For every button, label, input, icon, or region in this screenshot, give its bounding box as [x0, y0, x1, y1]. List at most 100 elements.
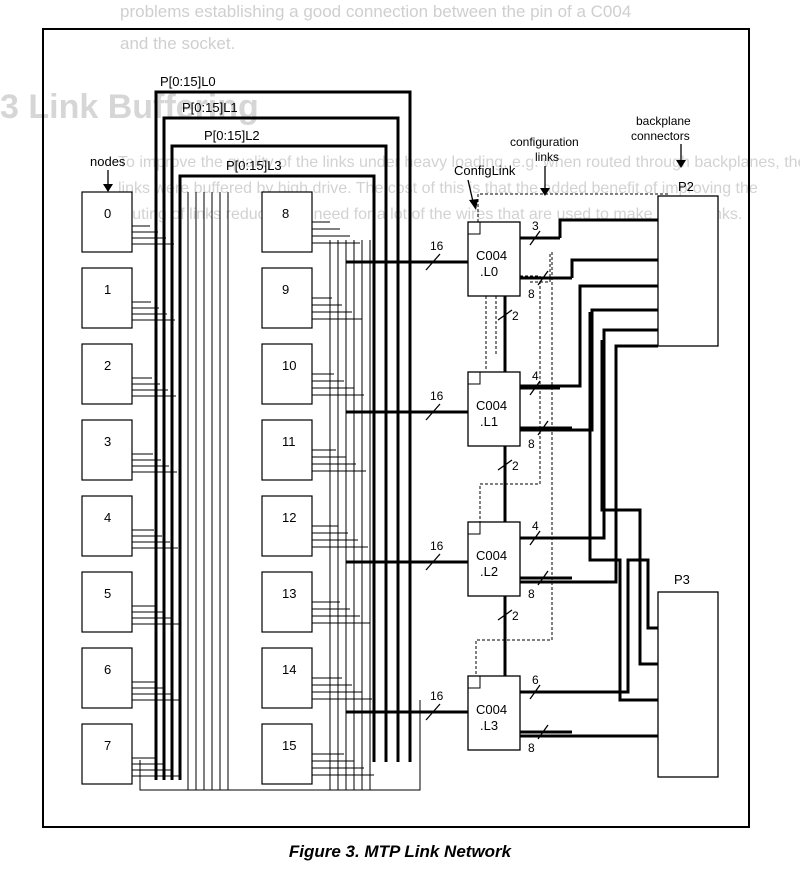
bus-rail	[178, 174, 376, 780]
wires	[132, 90, 668, 791]
backplane-wire	[520, 328, 658, 540]
bus-width-tick	[425, 703, 441, 721]
c004-suffix: .L0	[480, 264, 498, 279]
c004-suffix: .L2	[480, 564, 498, 579]
node-number: 0	[104, 206, 111, 221]
bus-label: P[0:15]L0	[160, 74, 216, 89]
background-text-line: and the socket.	[120, 34, 236, 53]
bus-width-label: 16	[430, 689, 444, 703]
node-box	[261, 191, 313, 253]
c004-name: C004	[476, 398, 507, 413]
arrow-head	[469, 199, 478, 210]
node-box	[81, 267, 133, 329]
node-box	[261, 647, 313, 709]
figure-caption: Figure 3. MTP Link Network	[288, 842, 512, 861]
c004-corner	[468, 222, 481, 235]
link-width-label: 3	[532, 219, 539, 233]
boxes: 0123456789101112131415C004.L0C004.L1C004…	[81, 191, 719, 785]
backplane-wire	[520, 284, 658, 388]
c004-corner	[468, 522, 481, 535]
link-width-tick	[529, 380, 541, 396]
node-number: 12	[282, 510, 296, 525]
arrow-head	[540, 188, 550, 196]
bus-width-label: 16	[430, 389, 444, 403]
connector-p3	[657, 591, 719, 778]
node-number: 3	[104, 434, 111, 449]
node-box	[261, 495, 313, 557]
bus-label: P[0:15]L1	[182, 100, 238, 115]
bus-label: P[0:15]L2	[204, 128, 260, 143]
bus-rail	[154, 90, 412, 780]
config-width-tick	[497, 459, 513, 471]
bus-width-tick	[425, 403, 441, 421]
config-width-tick	[497, 309, 513, 321]
c004-corner	[468, 676, 481, 689]
node-box	[261, 723, 313, 785]
node-number: 11	[282, 434, 296, 449]
bus-label: P[0:15]L3	[226, 158, 282, 173]
bus-width-label: 16	[430, 539, 444, 553]
config-width-label: 2	[512, 459, 519, 473]
node-number: 8	[282, 206, 289, 221]
link-width-label: 8	[528, 587, 535, 601]
configuration-links-label: configuration	[510, 135, 579, 149]
backplane-wire	[558, 218, 658, 238]
node-number: 10	[282, 358, 296, 373]
link-width-label: 6	[532, 673, 539, 687]
config-dashed-wire	[477, 193, 668, 222]
node-box	[81, 647, 133, 709]
node-number: 5	[104, 586, 111, 601]
backplane-connectors-label: backplane	[636, 114, 691, 128]
node-number: 7	[104, 738, 111, 753]
config-width-label: 2	[512, 609, 519, 623]
node-number: 6	[104, 662, 111, 677]
node-number: 1	[104, 282, 111, 297]
c004-corner	[468, 372, 481, 385]
node-number: 9	[282, 282, 289, 297]
backplane-wire	[520, 308, 658, 432]
bus-width-tick	[425, 253, 441, 271]
link-width-tick	[529, 230, 541, 246]
node-box	[261, 419, 313, 481]
link-width-label: 4	[532, 519, 539, 533]
backplane-wire	[520, 344, 658, 584]
connector-p2	[657, 195, 719, 347]
backplane-wire	[588, 312, 658, 702]
node-box	[81, 191, 133, 253]
config-width-label: 2	[512, 309, 519, 323]
bus-rail	[162, 116, 400, 780]
link-width-label: 8	[528, 437, 535, 451]
c004-name: C004	[476, 248, 507, 263]
backplane-wire	[570, 258, 658, 278]
link-width-label: 8	[528, 287, 535, 301]
bus-rail	[170, 144, 388, 780]
config-dashed-wire	[475, 252, 553, 676]
node-box	[81, 343, 133, 405]
node-box	[81, 723, 133, 785]
node-box	[261, 343, 313, 405]
p2-label: P2	[678, 179, 694, 194]
backplane-wire	[600, 340, 658, 666]
config-dashed-wire	[479, 275, 541, 522]
node-box	[81, 419, 133, 481]
node-number: 15	[282, 738, 296, 753]
config-dashed-wire	[530, 254, 551, 283]
node-box	[81, 495, 133, 557]
bus-width-tick	[425, 553, 441, 571]
c004-suffix: .L3	[480, 718, 498, 733]
link-width-label: 4	[532, 369, 539, 383]
configlink-label: ConfigLink	[454, 163, 516, 178]
backplane-connectors-label: connectors	[631, 129, 690, 143]
figure-frame	[42, 28, 750, 828]
link-width-label: 8	[528, 741, 535, 755]
background-text-line: problems establishing a good connection …	[120, 2, 632, 21]
configuration-links-label: links	[535, 150, 559, 164]
node-number: 4	[104, 510, 111, 525]
arrow-head	[103, 184, 113, 192]
arrow-head	[676, 160, 686, 168]
node-number: 2	[104, 358, 111, 373]
c004-suffix: .L1	[480, 414, 498, 429]
bus-width-label: 16	[430, 239, 444, 253]
node-number: 14	[282, 662, 296, 677]
